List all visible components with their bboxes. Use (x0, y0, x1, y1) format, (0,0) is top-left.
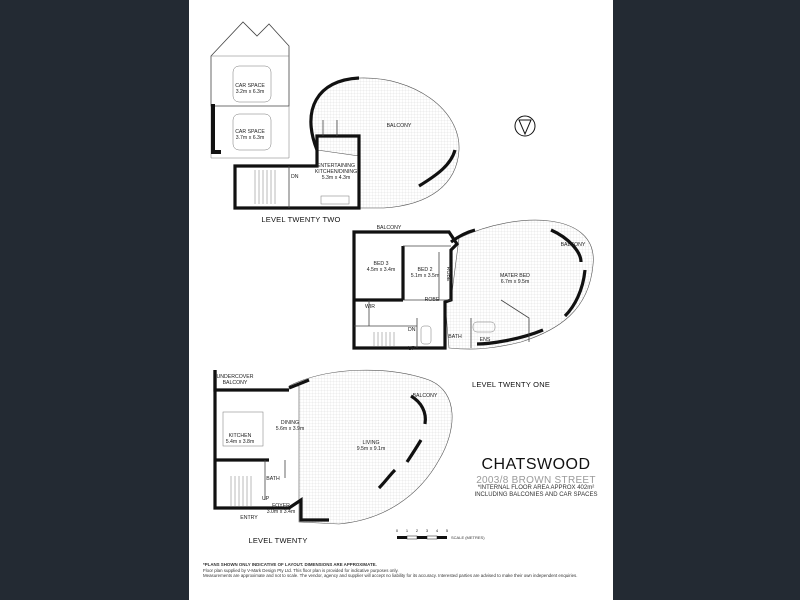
kitchen-label: KITCHEN (229, 433, 252, 439)
scale-tick: 3 (426, 528, 429, 533)
level-20-walls (213, 370, 329, 522)
kitchen-island (222, 411, 264, 447)
scale-tick: 0 (396, 528, 399, 533)
scale-tick: 4 (436, 528, 439, 533)
north-compass-icon (514, 115, 536, 137)
foyer-size: 3.0m x 3.4m (267, 509, 296, 515)
entertaining-walls (233, 134, 361, 210)
stairs-20 (230, 476, 252, 506)
living-size: 9.5m x 9.1m (357, 446, 386, 452)
scale-tick: 1 (406, 528, 409, 533)
car-icon (232, 113, 272, 151)
kitchen-dining-label: KITCHEN/DINING (315, 169, 357, 175)
master-bed-label: MATER BED (500, 273, 530, 279)
car-icon (232, 65, 272, 103)
entry-label: ENTRY (240, 515, 258, 521)
balcony-20-floor (288, 369, 453, 525)
disclaimer-line-2: Floor plan supplied by V-Mark Design Pty… (203, 567, 399, 573)
ensuite-label: ENS (480, 337, 491, 343)
bed3-label: BED 3 (374, 261, 389, 267)
bed2-size: 5.1m x 3.5m (411, 273, 440, 279)
dining-size: 5.6m x 3.9m (276, 426, 305, 432)
level-twenty-one-title: LEVEL TWENTY ONE (472, 380, 550, 389)
stairs-21 (373, 332, 395, 346)
floor-area-includes-line: INCLUDING BALCONIES AND CAR SPACES (474, 492, 598, 498)
living-label: LIVING (362, 440, 379, 446)
robe-vertical-label: ROBE (445, 267, 451, 282)
wir-label: WIR (365, 304, 375, 310)
car-space-1-name: CAR SPACE (235, 83, 265, 89)
balcony-wall (418, 149, 457, 188)
bed3-size: 4.5m x 3.4m (367, 267, 396, 273)
disclaimer: *PLANS SHOWN ONLY INDICATIVE OF LAYOUT. … (203, 562, 603, 579)
car-space-2-size: 3.7m x 6.3m (236, 135, 265, 141)
level-21-walls (352, 230, 460, 350)
disclaimer-line-1: *PLANS SHOWN ONLY INDICATIVE OF LAYOUT. … (203, 562, 377, 567)
level-twenty-one-plan (352, 219, 594, 350)
undercover-label: UNDERCOVER (217, 374, 254, 380)
up-label-21: UP (408, 346, 416, 352)
car-space-2-name: CAR SPACE (235, 129, 265, 135)
scale-label: SCALE (METRES) (451, 535, 485, 540)
dining-label: DINING (281, 420, 299, 426)
car-space-outline (210, 21, 290, 107)
master-bed-size: 6.7m x 9.5m (501, 279, 530, 285)
balcony-21a-label: BALCONY (377, 225, 402, 231)
level-twenty-plan (213, 369, 453, 525)
scale-bar (397, 535, 447, 540)
kitchen-bench (320, 195, 350, 205)
dn-label-21: DN (408, 327, 416, 333)
undercover-balcony-label: BALCONY (223, 380, 248, 386)
bed2-label: BED 2 (418, 267, 433, 273)
level-twenty-two-plan (210, 21, 460, 210)
balcony-21b-label: BALCONY (561, 242, 586, 248)
balcony-20-label: BALCONY (413, 393, 438, 399)
foyer-label: FOYER (272, 503, 290, 509)
balcony-21-floor (444, 219, 594, 350)
kitchen-size: 5.4m x 3.8m (226, 439, 255, 445)
stairs-22 (254, 170, 276, 204)
bath-21-label: BATH (448, 334, 462, 340)
up-label-20: UP (262, 496, 270, 502)
property-title: CHATSWOOD (481, 456, 591, 473)
balcony-wall (309, 76, 360, 151)
balcony-22-label: BALCONY (387, 123, 412, 129)
floor-area-line: *INTERNAL FLOOR AREA APPROX 402m² (477, 485, 595, 491)
robe-horizontal-label: ROBE (425, 297, 440, 303)
floor-plan-sheet: CAR SPACE 3.2m x 6.3m CAR SPACE 3.7m x 6… (189, 0, 613, 600)
floor-area-note: *INTERNAL FLOOR AREA APPROX 402m² INCLUD… (461, 485, 611, 499)
entertaining-label: ENTERTAINING (317, 163, 355, 169)
property-address: 2003/8 BROWN STREET (476, 475, 596, 486)
car-space-1-size: 3.2m x 6.3m (236, 89, 265, 95)
scale-tick: 5 (446, 528, 449, 533)
floor-plan-drawing: CAR SPACE 3.2m x 6.3m CAR SPACE 3.7m x 6… (210, 21, 594, 545)
level-twenty-title: LEVEL TWENTY (248, 536, 307, 545)
entertaining-size: 5.3m x 4.3m (322, 175, 351, 181)
disclaimer-line-3: Measurements are approximate and not to … (203, 573, 578, 578)
bath-20-label: BATH (266, 476, 280, 482)
balcony-22-floor (310, 77, 460, 209)
scale-tick: 2 (416, 528, 419, 533)
bath-tub (420, 325, 432, 345)
bath-tub (472, 321, 496, 333)
dn-label-22: DN (291, 174, 299, 180)
level-twenty-two-title: LEVEL TWENTY TWO (261, 215, 340, 224)
